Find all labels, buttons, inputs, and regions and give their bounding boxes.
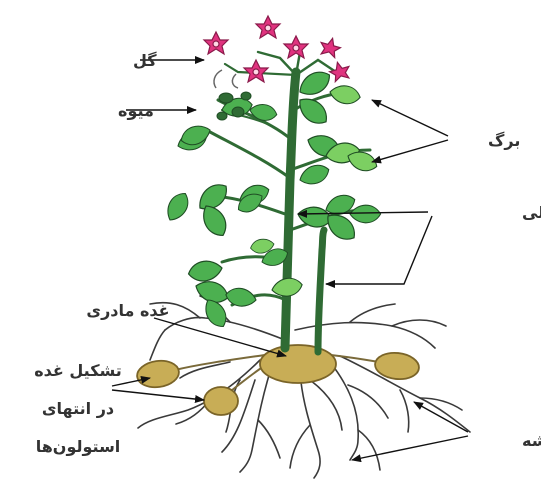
flower: [318, 36, 342, 59]
flower: [244, 60, 268, 82]
flower: [328, 60, 352, 83]
stolon-tuber-bottom: [204, 387, 238, 415]
roots: [138, 296, 470, 478]
mother-tuber: [260, 345, 336, 383]
label-mother-tuber: غده مادری: [86, 301, 169, 320]
flower: [284, 36, 308, 58]
label-main-stem: ساقه اصلی: [522, 203, 541, 222]
stolon-tuber-left: [135, 358, 180, 390]
label-leaf: برگ: [488, 131, 520, 150]
leaves: [162, 67, 380, 331]
label-fruit: میوه: [118, 101, 154, 120]
label-tuber-line2: در انتهای: [42, 399, 114, 418]
flower: [256, 16, 280, 38]
label-flower: گل: [133, 51, 157, 70]
flower: [204, 32, 228, 54]
label-root: ریشه: [522, 431, 541, 450]
label-tuber-line3: استولون‌ها: [36, 437, 121, 456]
label-tuber-line1: تشکیل غده: [34, 361, 122, 380]
